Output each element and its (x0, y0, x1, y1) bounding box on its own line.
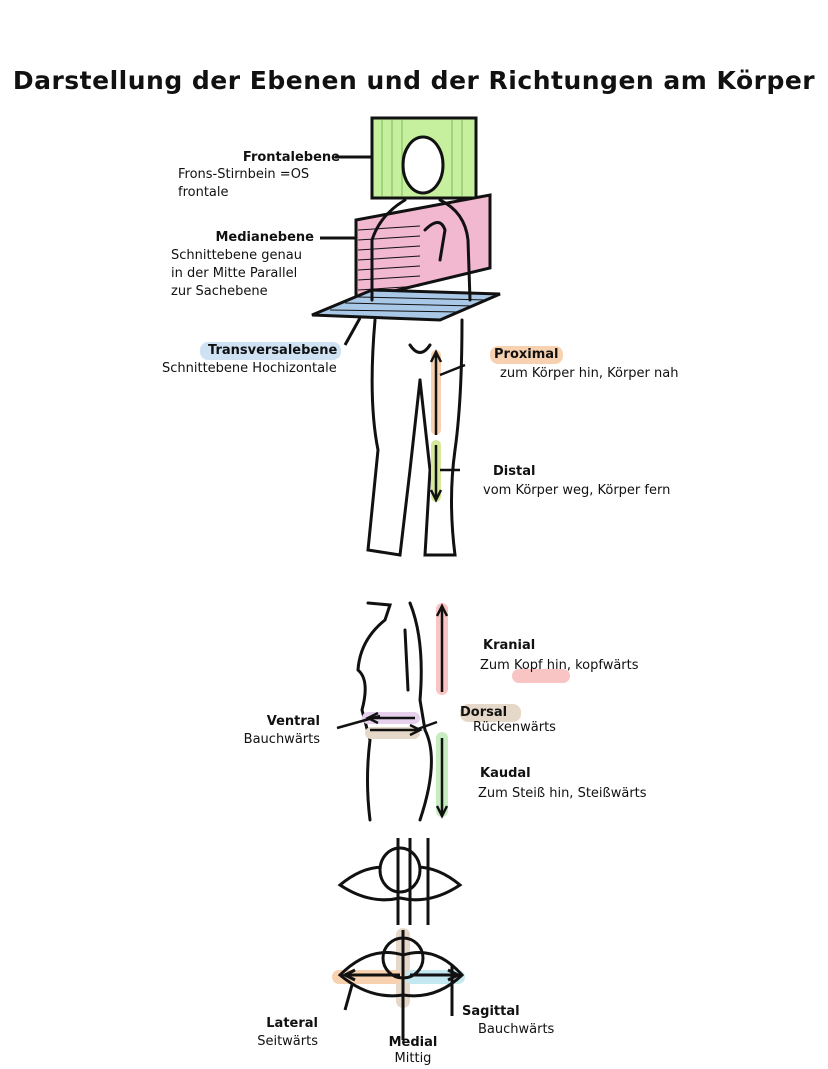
label-lateral: Lateral Seitwärts (230, 1015, 318, 1051)
standing-figure (366, 135, 472, 557)
page-title: Darstellung der Ebenen und der Richtunge… (12, 66, 816, 95)
desc-sagittal: Bauchwärts (478, 1022, 555, 1037)
desc-line: in der Mitte Parallel (171, 266, 298, 281)
desc-lateral: Seitwärts (257, 1034, 318, 1049)
label-frontalebene: Frontalebene (150, 149, 340, 167)
label-name: Proximal (490, 346, 563, 364)
label-name: Sagittal (462, 1004, 520, 1019)
direction-arrows-side (336, 603, 449, 819)
desc-proximal: zum Körper hin, Körper nah (500, 366, 679, 381)
label-kaudal: Kaudal (480, 765, 531, 783)
label-ventral: Ventral Bauchwärts (200, 713, 320, 749)
side-profile-figure (356, 601, 433, 822)
desc-medial: Mittig (394, 1051, 432, 1066)
label-dorsal: Dorsal (460, 704, 522, 722)
label-transversalebene: Transversalebene (200, 342, 342, 360)
label-sagittal: Sagittal Bauchwärts (462, 1003, 554, 1039)
desc-kaudal: Zum Steiß hin, Steißwärts (478, 786, 647, 801)
desc-line: frontale (178, 185, 229, 200)
label-name: Dorsal (460, 704, 522, 722)
transversal-plane (311, 288, 501, 346)
desc-ventral: Bauchwärts (243, 732, 320, 747)
label-medial: Medial Mittig (378, 1034, 448, 1068)
desc-transversalebene: Schnittebene Hochizontale (162, 361, 337, 376)
label-name: Medial (388, 1035, 438, 1050)
desc-line: Schnittebene genau (171, 248, 302, 263)
label-name: Transversalebene (200, 342, 342, 360)
desc-line: Frons-Stirnbein =OS (178, 167, 310, 182)
label-name: Ventral (266, 714, 320, 729)
top-view-figure-2 (337, 930, 465, 1040)
direction-arrows-leg (429, 349, 466, 503)
desc-dorsal: Rückenwärts (473, 720, 556, 735)
label-proximal: Proximal (490, 346, 563, 364)
label-name: Medianebene (215, 230, 314, 245)
leader-lines (320, 155, 372, 240)
desc-line: zur Sachebene (171, 284, 268, 299)
desc-kranial: Zum Kopf hin, kopfwärts (480, 658, 639, 673)
label-name: Frontalebene (242, 150, 340, 165)
top-view-figure-1 (337, 838, 463, 925)
label-name: Lateral (266, 1016, 318, 1031)
median-plane (354, 193, 492, 302)
desc-distal: vom Körper weg, Körper fern (483, 483, 671, 498)
desc-medianebene: Schnittebene genau in der Mitte Parallel… (171, 247, 302, 301)
label-distal: Distal (493, 463, 535, 481)
label-medianebene: Medianebene (150, 229, 314, 247)
label-kranial: Kranial (483, 637, 535, 655)
desc-frontalebene: Frons-Stirnbein =OS frontale (178, 166, 309, 202)
label-name: Kranial (483, 638, 536, 653)
label-name: Distal (493, 464, 536, 479)
label-name: Kaudal (480, 766, 531, 781)
